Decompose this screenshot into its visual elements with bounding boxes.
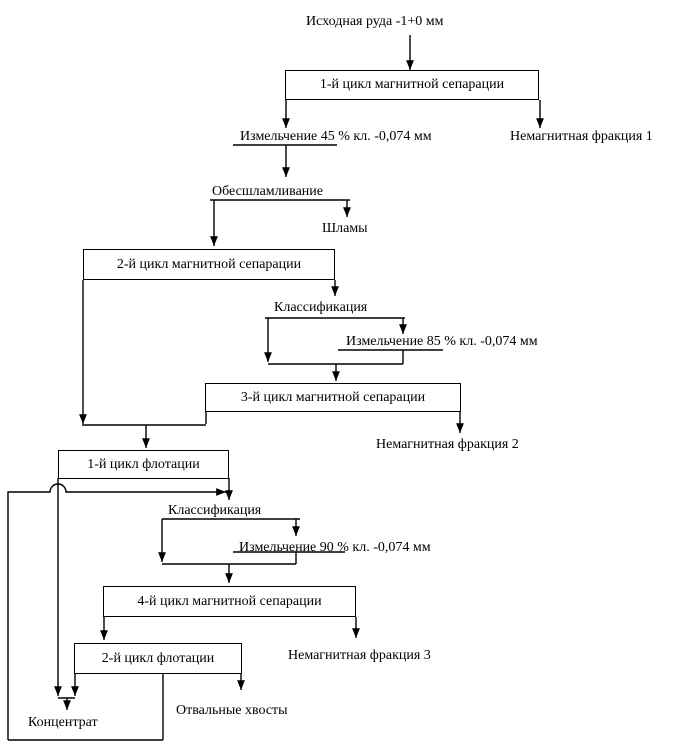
magnetic-separation-2-box: 2-й цикл магнитной сепарации — [83, 249, 335, 280]
flotation-2-label: 2-й цикл флотации — [101, 650, 215, 666]
nonmagnetic-fraction-2-label: Немагнитная фракция 2 — [376, 437, 519, 452]
magnetic-separation-1-label: 1-й цикл магнитной сепарации — [319, 77, 505, 92]
magnetic-separation-3-box: 3-й цикл магнитной сепарации — [205, 383, 461, 412]
flotation-2-box: 2-й цикл флотации — [74, 643, 242, 674]
slimes-label: Шламы — [322, 221, 368, 236]
magnetic-separation-3-label: 3-й цикл магнитной сепарации — [240, 389, 426, 405]
magnetic-separation-4-box: 4-й цикл магнитной сепарации — [103, 586, 356, 617]
classification-2-label: Классификация — [168, 503, 262, 518]
magnetic-separation-1-box: 1-й цикл магнитной сепарации — [285, 70, 539, 100]
ore-label: Исходная руда -1+0 мм — [306, 14, 444, 29]
concentrate-label: Концентрат — [28, 715, 98, 730]
classification-1-label: Классификация — [274, 300, 368, 315]
nonmagnetic-fraction-3-label: Немагнитная фракция 3 — [288, 648, 431, 663]
nonmagnetic-fraction-1-label: Немагнитная фракция 1 — [510, 129, 653, 144]
grinding-1-label: Измельчение 45 % кл. -0,074 мм — [240, 129, 432, 144]
desliming-label: Обесшламливание — [212, 184, 323, 199]
magnetic-separation-4-label: 4-й цикл магнитной сепарации — [137, 593, 322, 609]
grinding-2-label: Измельчение 85 % кл. -0,074 мм — [346, 334, 538, 349]
magnetic-separation-2-label: 2-й цикл магнитной сепарации — [116, 256, 302, 272]
tailings-label: Отвальные хвосты — [176, 703, 288, 718]
flotation-1-label: 1-й цикл флотации — [87, 456, 200, 472]
flotation-1-box: 1-й цикл флотации — [58, 450, 229, 479]
grinding-3-label: Измельчение 90 % кл. -0,074 мм — [239, 540, 431, 555]
